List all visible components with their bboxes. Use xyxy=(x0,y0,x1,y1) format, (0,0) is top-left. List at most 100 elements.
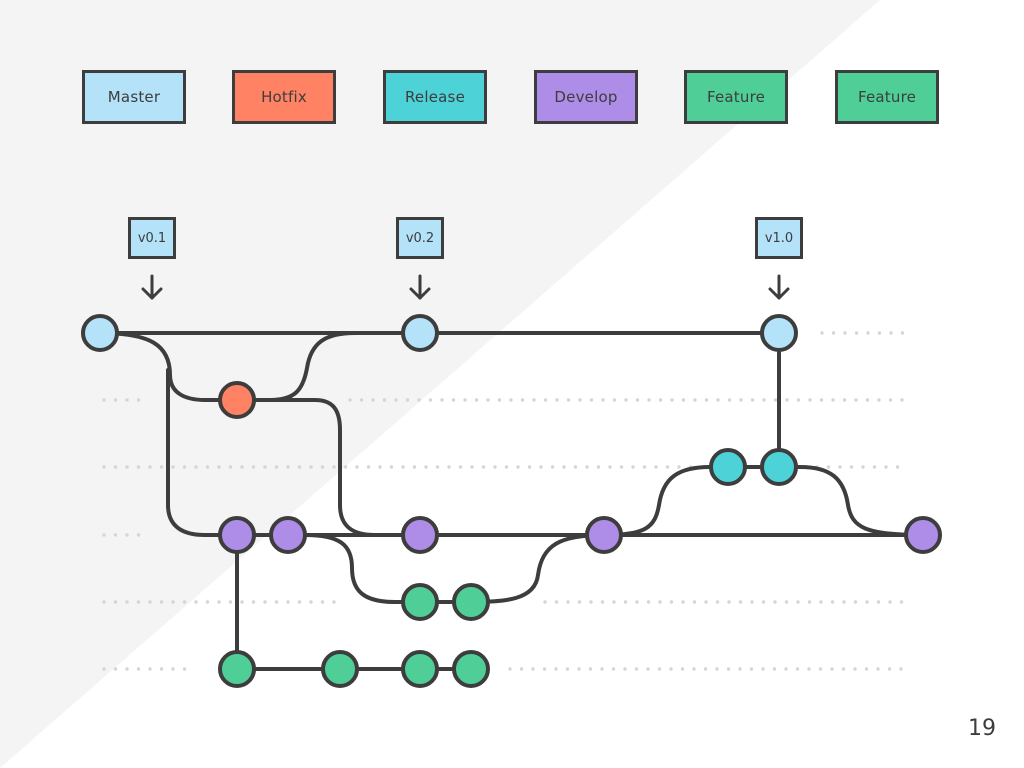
track-dot xyxy=(853,667,857,671)
track-dot xyxy=(877,331,882,335)
track-dot xyxy=(508,667,512,671)
commit-feature-2 xyxy=(401,650,439,688)
track-dot xyxy=(900,398,904,402)
track-dot xyxy=(635,600,639,604)
track-dot xyxy=(715,667,719,671)
legend-release-label: Release xyxy=(404,88,465,106)
track-dot xyxy=(194,600,198,604)
track-dot xyxy=(888,398,893,402)
track-dot xyxy=(658,600,662,604)
track-dot xyxy=(125,667,129,671)
track-dot xyxy=(531,667,535,671)
track-dot xyxy=(831,331,836,335)
track-dot xyxy=(555,398,559,402)
track-dot xyxy=(623,667,627,671)
track-dot xyxy=(125,600,129,604)
track-dot xyxy=(159,465,164,469)
track-dot xyxy=(573,465,578,469)
track-dot xyxy=(854,331,859,335)
track-dot xyxy=(463,398,467,402)
track-dot xyxy=(520,398,525,402)
track-dot xyxy=(600,667,604,671)
track-dot xyxy=(274,600,279,604)
track-dot xyxy=(182,600,187,604)
track-dot xyxy=(665,465,670,469)
track-dot xyxy=(601,398,605,402)
track-dot xyxy=(819,398,824,402)
track-dot xyxy=(657,667,662,671)
track-dot xyxy=(899,600,904,604)
legend-master-label: Master xyxy=(107,88,161,106)
track-dot xyxy=(854,398,858,402)
commit-develop xyxy=(904,516,942,554)
branch-lines xyxy=(98,331,925,671)
track-dot xyxy=(136,465,141,469)
track-dot xyxy=(818,667,823,671)
track-dot xyxy=(715,600,720,604)
track-dot xyxy=(795,667,800,671)
tag-v0-2-label: v0.2 xyxy=(405,230,435,246)
track-dot xyxy=(841,667,846,671)
track-dot xyxy=(332,465,336,469)
track-dot xyxy=(761,600,766,604)
track-dot xyxy=(849,465,854,469)
track-dot xyxy=(504,465,509,469)
track-dot xyxy=(631,465,635,469)
track-dot xyxy=(493,465,497,469)
track-dot xyxy=(647,398,651,402)
track-dot xyxy=(681,600,685,604)
track-dot xyxy=(831,398,835,402)
track-dot xyxy=(532,398,536,402)
commit-release xyxy=(709,448,747,486)
track-dot xyxy=(589,600,593,604)
track-dot xyxy=(205,465,210,469)
track-dot xyxy=(554,600,559,604)
tag-arrows xyxy=(141,274,790,300)
track-dot xyxy=(899,667,903,671)
track-dot xyxy=(612,398,617,402)
track-dot xyxy=(658,398,663,402)
track-dot xyxy=(842,600,846,604)
track-dot xyxy=(750,398,755,402)
track-dot xyxy=(309,600,313,604)
track-dot xyxy=(447,465,451,469)
track-dot xyxy=(543,398,548,402)
track-dot xyxy=(102,533,106,537)
track-dot xyxy=(703,667,708,671)
track-dot xyxy=(205,600,210,604)
track-dot xyxy=(884,465,888,469)
track-dot xyxy=(727,398,732,402)
track-dot xyxy=(588,667,593,671)
track-dot xyxy=(405,398,410,402)
track-dot xyxy=(113,667,118,671)
track-dot xyxy=(113,600,118,604)
track-dot xyxy=(497,398,502,402)
track-dot xyxy=(240,600,244,604)
track-dot xyxy=(611,667,616,671)
track-dot xyxy=(842,398,847,402)
track-dot xyxy=(217,600,221,604)
tag-v0-1: v0.1 xyxy=(128,217,176,259)
track-dot xyxy=(704,600,708,604)
track-dot xyxy=(171,600,175,604)
track-dots xyxy=(102,331,905,671)
track-dot xyxy=(669,600,674,604)
track-dot xyxy=(646,667,650,671)
track-dot xyxy=(516,465,520,469)
track-dot xyxy=(148,667,152,671)
track-dot xyxy=(739,398,743,402)
tag-v1-0-label: v1.0 xyxy=(764,230,794,246)
track-dot xyxy=(861,465,865,469)
track-dot xyxy=(171,667,175,671)
commit-develop xyxy=(269,516,307,554)
track-dot xyxy=(286,600,290,604)
tag-v0-2: v0.2 xyxy=(396,217,444,259)
track-dot xyxy=(136,600,141,604)
track-dot xyxy=(102,465,106,469)
track-dot xyxy=(286,465,290,469)
track-dot xyxy=(612,600,616,604)
track-dot xyxy=(577,600,582,604)
track-dot xyxy=(486,398,490,402)
track-dot xyxy=(566,398,571,402)
feature-1-branch xyxy=(303,533,606,604)
